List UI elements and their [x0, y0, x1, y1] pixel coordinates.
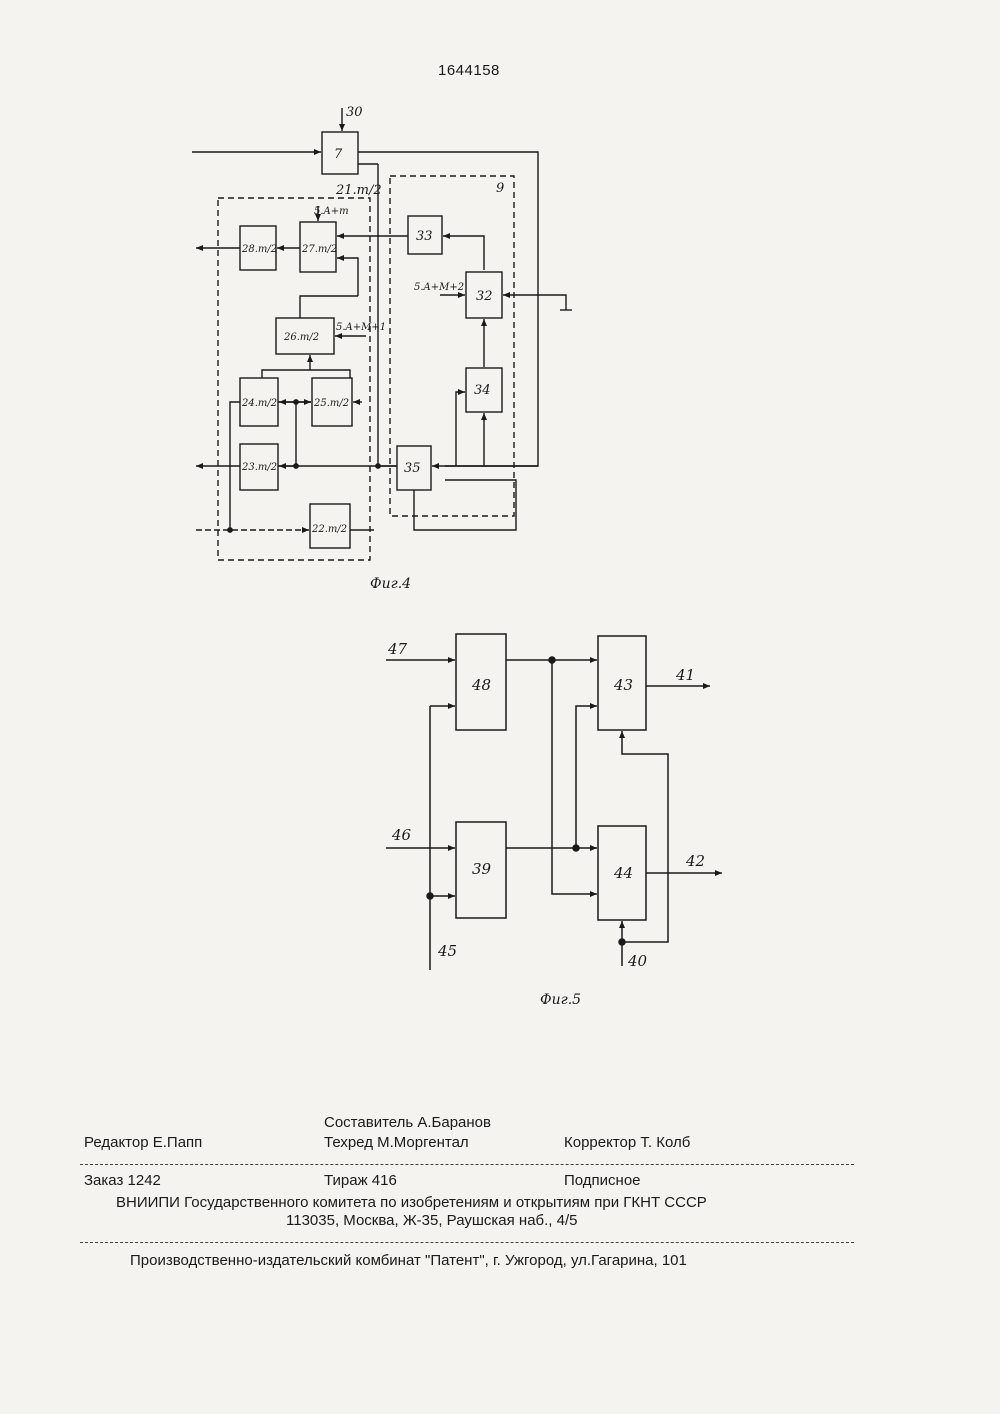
label-block-35: 35 — [404, 461, 421, 476]
label-input-45: 45 — [437, 942, 457, 960]
label-block-28: 28.m/2 — [241, 244, 277, 255]
label-block-39: 39 — [472, 860, 492, 878]
label-block-32: 32 — [476, 289, 493, 304]
label-block-26: 26.m/2 — [283, 332, 319, 343]
label-group-21: 21.m/2 — [335, 183, 382, 198]
figure-5-caption: Фиг.5 — [540, 992, 581, 1008]
label-block-43: 43 — [613, 676, 633, 694]
label-group-9: 9 — [496, 181, 504, 196]
figure-4 — [192, 108, 572, 560]
label-block-25: 25.m/2 — [313, 398, 349, 409]
figure-5 — [386, 634, 722, 970]
figure-4-caption: Фиг.4 — [370, 576, 411, 592]
label-block-23: 23.m/2 — [241, 462, 277, 473]
label-input-46: 46 — [391, 826, 412, 844]
label-block-34: 34 — [474, 383, 491, 398]
label-block-48: 48 — [471, 676, 491, 694]
figure-5-labels: 48 39 43 44 47 46 45 40 41 42 Фиг.5 — [387, 640, 705, 1008]
label-input-5am: 5.A+m — [314, 206, 349, 217]
label-input-5amm2: 5.A+M+2 — [414, 282, 464, 293]
label-input-40: 40 — [627, 952, 648, 970]
label-block-27: 27.m/2 — [301, 244, 337, 255]
label-block-33: 33 — [416, 229, 433, 244]
label-output-41: 41 — [675, 666, 695, 684]
label-block-44: 44 — [613, 864, 633, 882]
label-input-47: 47 — [387, 640, 408, 658]
label-block-24: 24.m/2 — [241, 398, 277, 409]
label-block-22: 22.m/2 — [311, 524, 347, 535]
label-input-30: 30 — [346, 105, 363, 120]
label-input-5amm1: 5.A+M+1 — [336, 322, 386, 333]
label-block-7: 7 — [334, 147, 343, 162]
label-output-42: 42 — [685, 852, 705, 870]
